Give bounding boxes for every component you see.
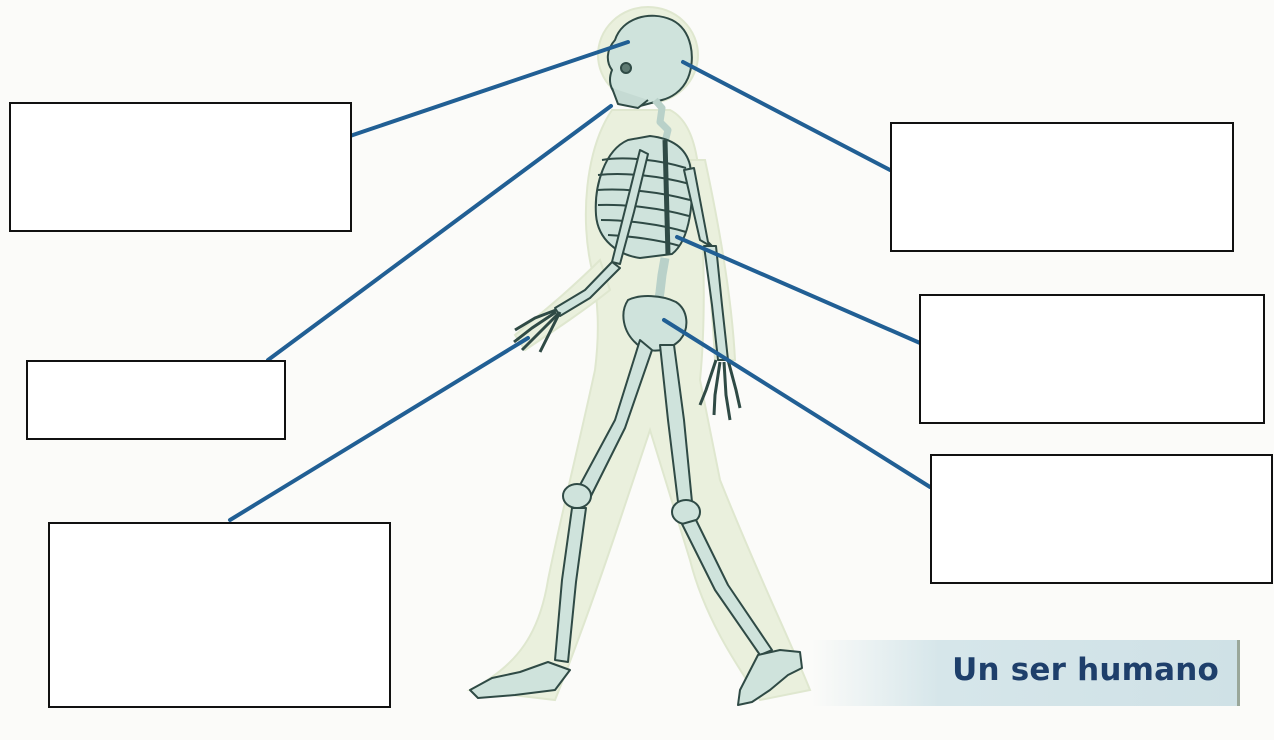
label-box-ribs[interactable] — [919, 294, 1265, 424]
label-box-cranium-text — [892, 124, 1232, 136]
label-box-skull-text — [11, 104, 350, 116]
caption-banner: Un ser humano — [812, 640, 1240, 706]
leader-line-cranium — [683, 62, 890, 170]
label-box-hand-text — [50, 524, 389, 536]
label-box-cranium[interactable] — [890, 122, 1234, 252]
label-box-skull[interactable] — [9, 102, 352, 232]
label-box-ribs-text — [921, 296, 1263, 308]
caption-text: Un ser humano — [952, 652, 1219, 688]
label-box-hip[interactable] — [930, 454, 1273, 584]
label-box-hand[interactable] — [48, 522, 391, 708]
label-box-spine-text — [28, 362, 284, 374]
label-box-hip-text — [932, 456, 1271, 468]
label-box-spine[interactable] — [26, 360, 286, 440]
